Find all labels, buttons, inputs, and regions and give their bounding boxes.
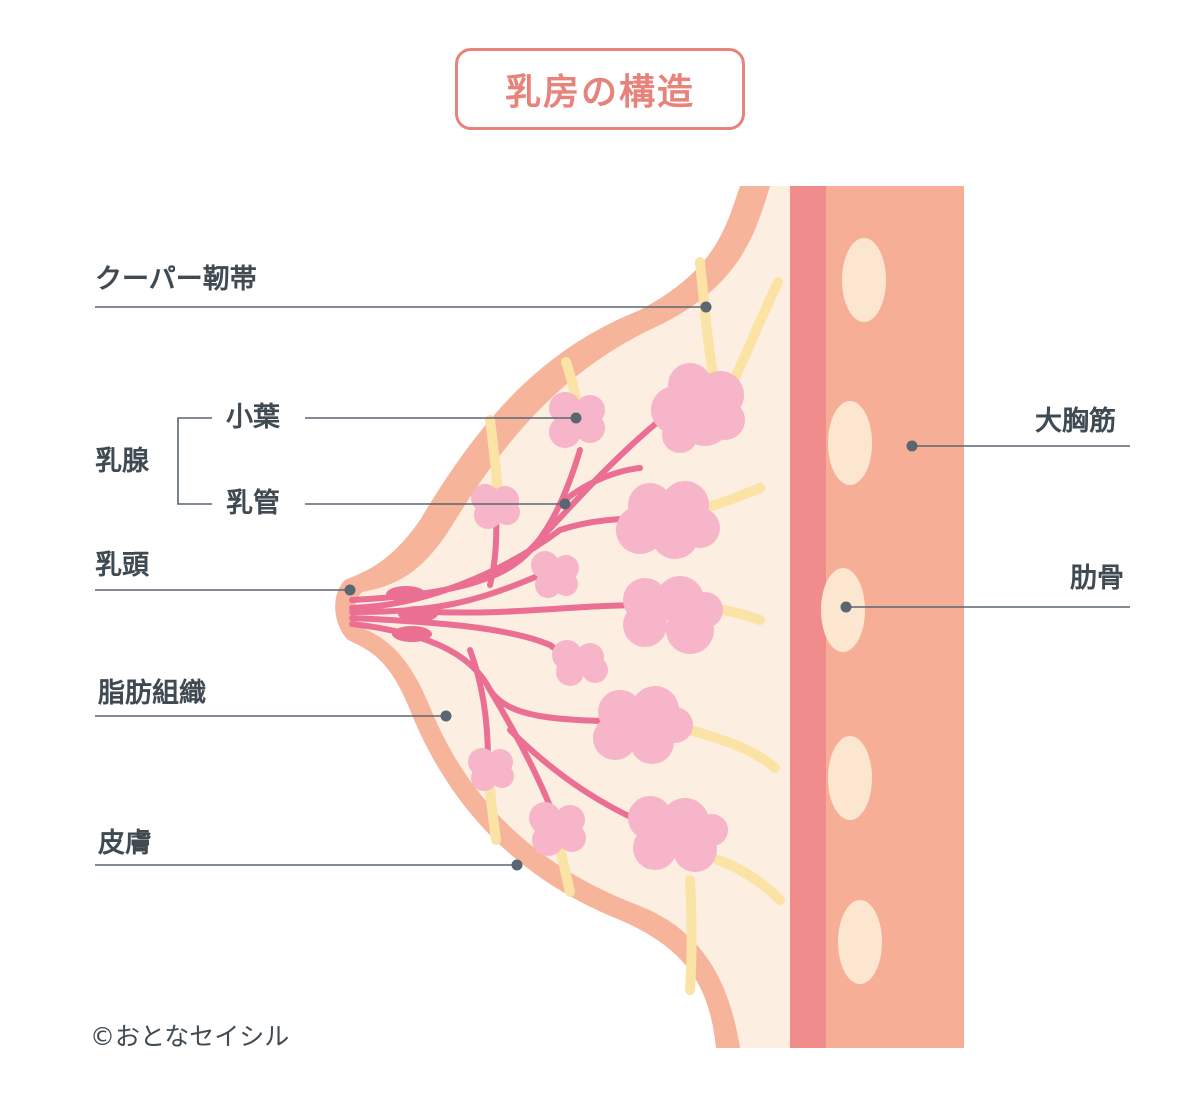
dot-skin xyxy=(511,859,523,871)
dot-fat xyxy=(440,710,452,722)
rib xyxy=(828,401,872,485)
label-pectoralis-major: 大胸筋 xyxy=(1035,406,1116,437)
dot-nipple xyxy=(344,584,356,596)
ligament xyxy=(730,277,783,383)
lobule xyxy=(531,551,579,598)
ligament xyxy=(685,725,780,773)
label-lobule: 小葉 xyxy=(226,402,280,433)
lobule xyxy=(552,640,608,686)
ligament xyxy=(485,785,501,845)
lobule xyxy=(529,802,586,856)
ligament xyxy=(717,605,765,625)
label-fat-tissue: 脂肪組織 xyxy=(98,678,206,709)
label-skin: 皮膚 xyxy=(98,828,152,859)
ribs xyxy=(821,238,886,984)
ligament xyxy=(713,855,785,905)
label-mammary-gland: 乳腺 xyxy=(95,446,149,477)
rib xyxy=(838,900,882,984)
leader-dots xyxy=(344,301,918,871)
label-cooper-ligament: クーパー靭帯 xyxy=(95,264,257,295)
sinus xyxy=(386,586,426,602)
label-milk-duct: 乳管 xyxy=(226,488,280,519)
rib xyxy=(842,238,886,322)
leader-lines xyxy=(95,306,1130,866)
dot-cooper xyxy=(700,301,712,313)
label-nipple: 乳頭 xyxy=(95,550,149,581)
lobule xyxy=(468,748,514,791)
lobule xyxy=(651,363,745,453)
copyright-text: ©おとなセイシル xyxy=(90,1022,290,1051)
lactiferous-sinuses xyxy=(386,586,438,642)
ligament xyxy=(555,845,575,897)
lobule xyxy=(628,796,728,872)
label-rib: 肋骨 xyxy=(1070,563,1124,594)
duct xyxy=(562,465,643,503)
duct xyxy=(427,602,653,616)
lobule xyxy=(471,484,520,529)
duct xyxy=(349,572,543,615)
ligament xyxy=(700,483,765,513)
sinus xyxy=(392,626,432,642)
lobule xyxy=(616,481,720,559)
lobules xyxy=(468,363,745,872)
ligament xyxy=(685,875,697,995)
rib xyxy=(828,736,872,820)
dot-lobule xyxy=(570,412,582,424)
dot-rib xyxy=(840,601,852,613)
ligament xyxy=(485,415,503,497)
dot-pectoralis xyxy=(906,440,918,452)
dot-duct xyxy=(559,498,571,510)
page-title: 乳房の構造 xyxy=(455,48,745,130)
lobule xyxy=(593,686,693,764)
lobule xyxy=(623,576,723,654)
sinus xyxy=(398,606,438,622)
bracket-mammary-gland xyxy=(177,417,212,505)
